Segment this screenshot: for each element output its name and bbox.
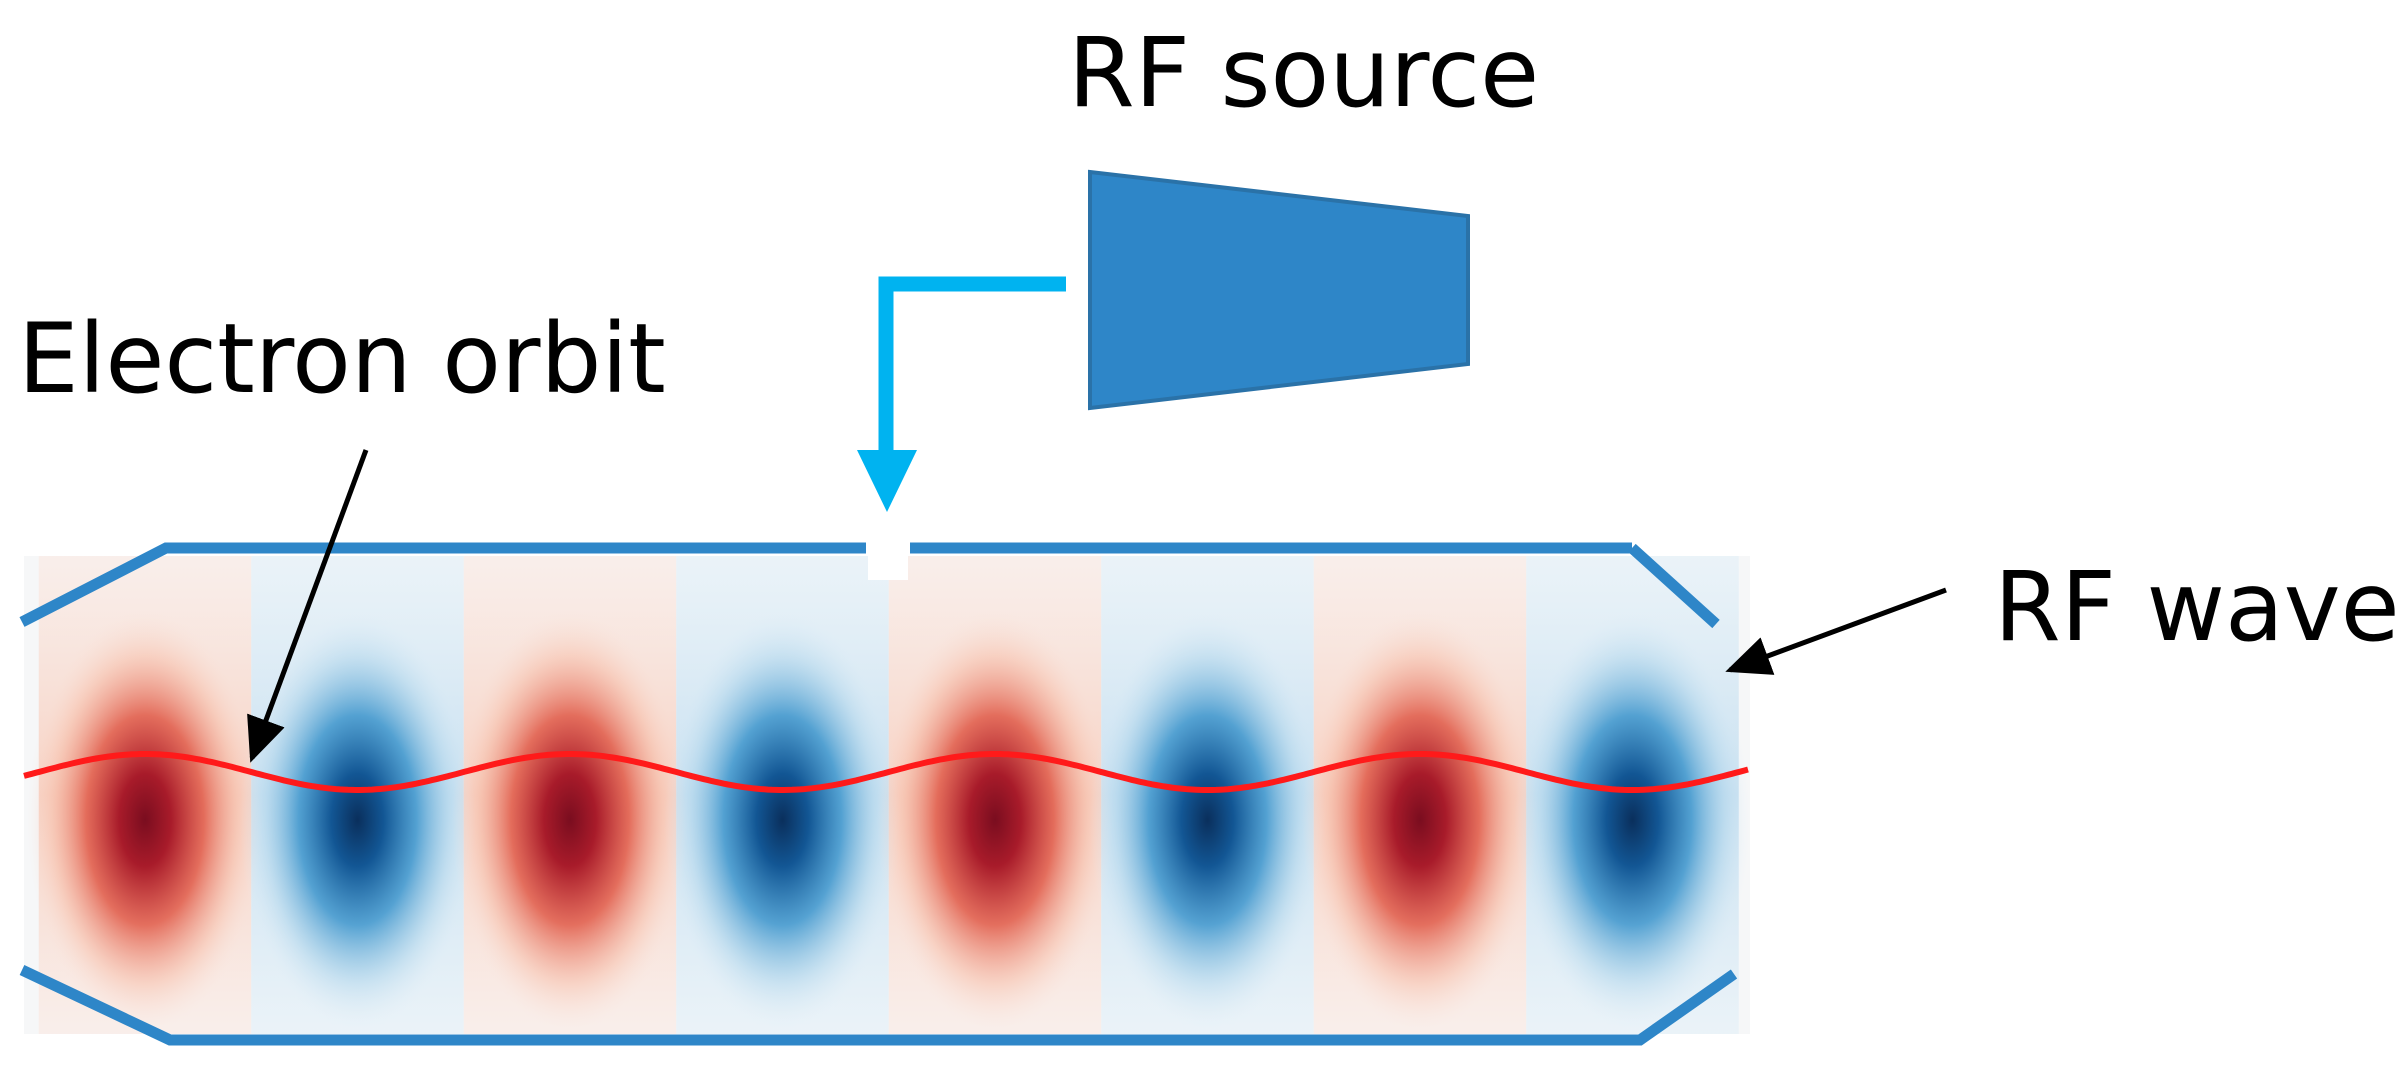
electron-orbit-pointer-arrow <box>247 449 369 763</box>
field-lobe-negative <box>239 610 476 1030</box>
rf-field-pattern <box>24 556 1750 1034</box>
coupling-port <box>868 530 908 580</box>
cavity-top-right-taper <box>1628 543 1720 629</box>
field-lobe-negative <box>1514 610 1750 1030</box>
field-lobe-negative <box>1089 610 1326 1030</box>
rf-wave-pointer-arrow <box>1725 587 1947 675</box>
field-lobe-negative <box>664 610 901 1030</box>
field-lobe-positive <box>27 610 263 1030</box>
cavity-top-wall <box>19 542 866 627</box>
rf-wave-label: RF wave <box>1994 551 2400 663</box>
field-lobe-positive <box>452 610 688 1030</box>
electron-orbit-label: Electron orbit <box>18 303 666 415</box>
rf-source-horn-icon <box>1088 169 1470 411</box>
down-arrow-icon <box>857 450 917 512</box>
waveguide-line <box>878 276 1066 462</box>
field-lobe-positive <box>877 610 1113 1030</box>
waveguide-feed <box>857 276 1066 580</box>
electron-orbit-path <box>23 751 1749 793</box>
rf-source-label: RF source <box>1068 17 1539 129</box>
cavity-walls <box>19 542 1738 1046</box>
cavity-bottom-wall <box>19 965 1738 1046</box>
field-lobe-positive <box>1302 610 1538 1030</box>
